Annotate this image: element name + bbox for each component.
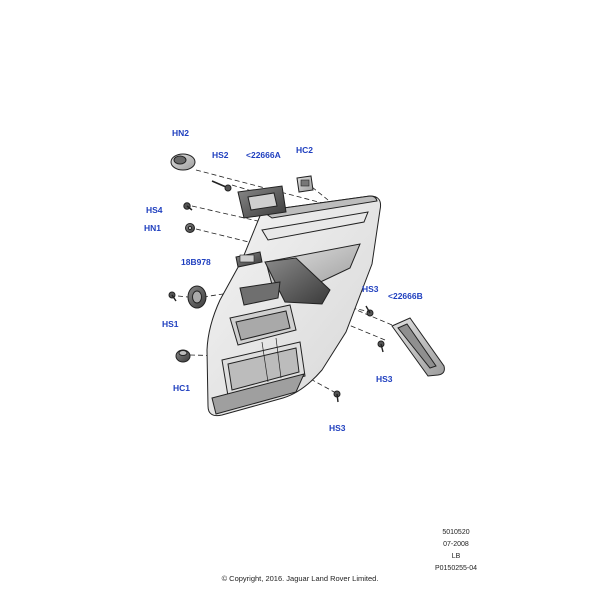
callout-hs3-upper[interactable]: HS3 [362, 284, 379, 294]
callout-hs4[interactable]: HS4 [146, 205, 163, 215]
callout-hs3-middle[interactable]: HS3 [376, 374, 393, 384]
clip-hc2 [296, 175, 314, 193]
callout-hs3-lower[interactable]: HS3 [329, 423, 346, 433]
illustration-id: P0150255-04 [434, 565, 478, 572]
callout-22666a[interactable]: <22666A [246, 150, 281, 160]
callout-hn2[interactable]: HN2 [172, 128, 190, 138]
callout-hs1[interactable]: HS1 [162, 319, 179, 329]
screw-hs3-middle [377, 340, 385, 353]
plug-hn2 [170, 153, 196, 171]
drawing-code: 5010520 [442, 529, 470, 536]
nut-hn1 [185, 223, 195, 233]
screw-hs1 [168, 291, 177, 302]
drawing-variant: LB [451, 553, 461, 560]
speaker-18b978 [187, 285, 207, 309]
screw-hs3-upper [365, 305, 374, 317]
screw-hs3-lower [333, 390, 341, 403]
callout-hn1[interactable]: HN1 [144, 223, 162, 233]
screw-hs4 [183, 202, 193, 211]
window-switch-pack [235, 251, 263, 268]
screw-hs2 [211, 180, 232, 192]
door-trim-panel [206, 195, 381, 417]
callout-hc2[interactable]: HC2 [296, 145, 314, 155]
callout-hc1[interactable]: HC1 [173, 383, 191, 393]
drawing-date: 07-2008 [443, 541, 469, 548]
callout-22666b[interactable]: <22666B [388, 291, 423, 301]
callout-hs2[interactable]: HS2 [212, 150, 229, 160]
callout-18b978[interactable]: 18B978 [181, 257, 211, 267]
clip-hc1 [175, 349, 191, 363]
inner-handle-22666a [237, 185, 287, 219]
pull-handle-22666b [391, 317, 445, 377]
copyright-notice: © Copyright, 2016. Jaguar Land Rover Lim… [221, 574, 379, 583]
